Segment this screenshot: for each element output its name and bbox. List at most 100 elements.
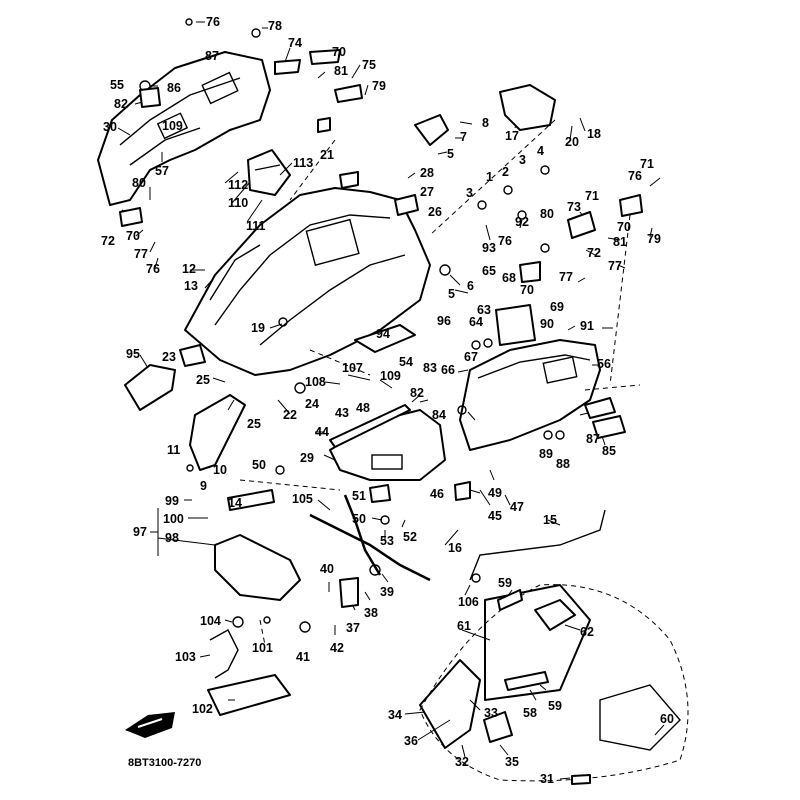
part-label: 6 [467, 279, 474, 293]
part-label: 21 [320, 148, 334, 162]
part-label: 53 [380, 534, 394, 548]
part-label: 88 [556, 457, 570, 471]
part-label: 72 [101, 234, 115, 248]
part-label: 49 [488, 486, 502, 500]
part-label: 27 [420, 185, 434, 199]
part-label: 64 [469, 315, 483, 329]
part-label: 103 [175, 650, 196, 664]
part-label: 54 [399, 355, 413, 369]
front-arrow-icon [125, 712, 175, 738]
part-label: 70 [617, 220, 631, 234]
part-label: 76 [206, 15, 220, 29]
part-label: 59 [548, 699, 562, 713]
part-label: 42 [330, 641, 344, 655]
part-label: 90 [540, 317, 554, 331]
part-label: 59 [498, 576, 512, 590]
part-label: 48 [356, 401, 370, 415]
part-label: 81 [334, 64, 348, 78]
part-label: 95 [126, 347, 140, 361]
part-label: 70 [332, 45, 346, 59]
part-label: 84 [432, 408, 446, 422]
part-label: 102 [192, 702, 213, 716]
part-label: 3 [519, 153, 526, 167]
part-label: 25 [196, 373, 210, 387]
part-label: 46 [430, 487, 444, 501]
part-label: 24 [305, 397, 319, 411]
part-label: 78 [268, 19, 282, 33]
part-label: 5 [447, 147, 454, 161]
part-label: 3 [466, 186, 473, 200]
part-label: 94 [376, 327, 390, 341]
part-label: 61 [457, 619, 471, 633]
part-label: 87 [205, 49, 219, 63]
part-label: 52 [403, 530, 417, 544]
part-label: 96 [437, 314, 451, 328]
part-label: 63 [477, 303, 491, 317]
part-labels: 76 78 87 74 70 75 81 79 55 86 82 30 109 … [101, 15, 674, 786]
part-label: 37 [346, 621, 360, 635]
part-label: 69 [550, 300, 564, 314]
part-label: 28 [420, 166, 434, 180]
part-label: 109 [380, 369, 401, 383]
part-label: 43 [335, 406, 349, 420]
part-label: 73 [567, 200, 581, 214]
part-label: 79 [647, 232, 661, 246]
part-label: 9 [200, 479, 207, 493]
part-label: 60 [660, 712, 674, 726]
part-label: 50 [352, 512, 366, 526]
part-label: 39 [380, 585, 394, 599]
part-label: 99 [165, 494, 179, 508]
part-label: 35 [505, 755, 519, 769]
part-label: 8 [482, 116, 489, 130]
part-label: 72 [587, 246, 601, 260]
part-label: 105 [292, 492, 313, 506]
part-label: 14 [228, 496, 242, 510]
part-label: 89 [539, 447, 553, 461]
part-label: 98 [165, 531, 179, 545]
part-label: 34 [388, 708, 402, 722]
part-label: 80 [540, 207, 554, 221]
part-label: 76 [498, 234, 512, 248]
part-label: 91 [580, 319, 594, 333]
part-label: 2 [502, 165, 509, 179]
headlight-cowl-56 [459, 339, 601, 451]
part-label: 40 [320, 562, 334, 576]
part-label: 67 [464, 350, 478, 364]
part-label: 33 [484, 706, 498, 720]
part-label: 10 [213, 463, 227, 477]
part-label: 80 [132, 176, 146, 190]
part-label: 86 [167, 81, 181, 95]
part-label: 92 [515, 215, 529, 229]
part-label: 70 [520, 283, 534, 297]
part-label: 17 [505, 129, 519, 143]
part-label: 5 [448, 287, 455, 301]
part-label: 36 [404, 734, 418, 748]
part-label: 7 [460, 130, 467, 144]
part-label: 83 [423, 361, 437, 375]
part-label: 104 [200, 614, 221, 628]
part-label: 110 [228, 196, 248, 210]
part-label: 38 [364, 606, 378, 620]
part-label: 77 [134, 247, 148, 261]
part-label: 55 [110, 78, 124, 92]
part-label: 77 [559, 270, 573, 284]
part-label: 82 [410, 386, 424, 400]
part-label: 111 [246, 219, 266, 233]
part-label: 112 [228, 178, 248, 192]
part-label: 101 [252, 641, 273, 655]
part-label: 23 [162, 350, 176, 364]
part-label: 1 [486, 170, 493, 184]
part-label: 71 [640, 157, 654, 171]
part-label: 26 [428, 205, 442, 219]
part-label: 19 [251, 321, 265, 335]
part-label: 29 [300, 451, 314, 465]
part-label: 12 [182, 262, 196, 276]
part-label: 65 [482, 264, 496, 278]
small-parts [119, 49, 643, 785]
part-label: 70 [126, 229, 140, 243]
part-label: 79 [372, 79, 386, 93]
visor-assembly [247, 149, 291, 196]
part-label: 57 [155, 164, 169, 178]
